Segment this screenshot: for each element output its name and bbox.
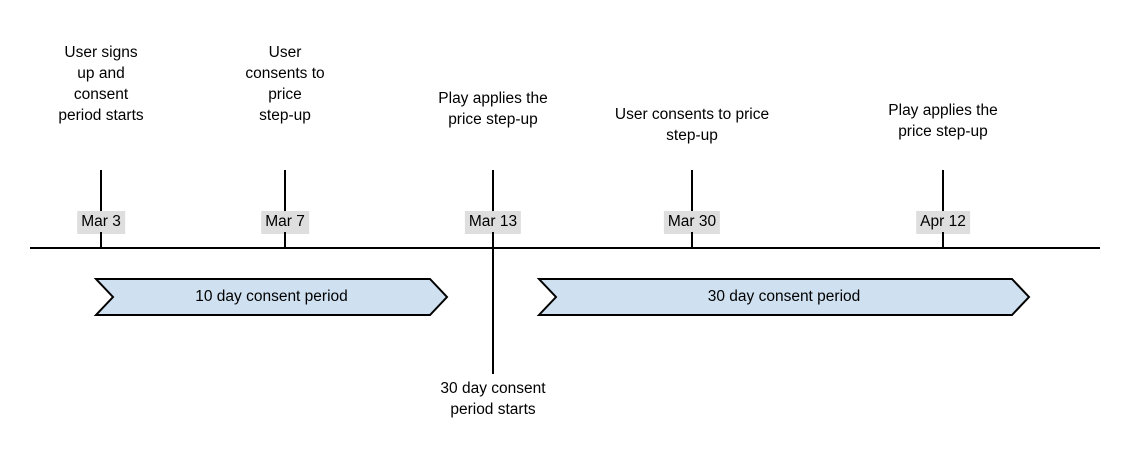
date-chip-signup: Mar 3 [77, 211, 125, 234]
tick-lower-consent-10day [284, 232, 286, 248]
tick-extended-stepup-applied-1 [492, 232, 494, 374]
tick-upper-stepup-applied-2 [942, 170, 944, 214]
tick-lower-consent-30day [691, 232, 693, 248]
event-label-stepup-applied-2: Play applies the price step-up [888, 102, 998, 140]
event-label-consent-30day: User consents to price step-up [614, 106, 770, 144]
event-label-signup: User signs up and consent period starts [58, 44, 144, 124]
consent-period-banner-30day: 30 day consent period [538, 278, 1030, 316]
tick-upper-stepup-applied-1 [492, 170, 494, 214]
date-chip-stepup-applied-2: Apr 12 [916, 211, 970, 234]
tick-upper-consent-30day [691, 170, 693, 214]
tick-upper-signup [100, 170, 102, 214]
consent-period-label-30day: 30 day consent period [707, 288, 861, 305]
consent-period-banner-10day: 10 day consent period [95, 278, 448, 316]
tick-lower-signup [100, 232, 102, 248]
date-chip-stepup-applied-1: Mar 13 [464, 211, 522, 234]
date-chip-consent-10day: Mar 7 [261, 211, 309, 234]
banner-shape-10day [95, 278, 448, 316]
timeline-axis [30, 247, 1100, 249]
tick-upper-consent-10day [284, 170, 286, 214]
event-label-stepup-applied-1: Play applies the price step-up [438, 90, 548, 128]
tick-lower-stepup-applied-2 [942, 232, 944, 248]
consent-period-label-10day: 10 day consent period [195, 288, 348, 305]
below-annotation-30day-start: 30 day consent period starts [440, 380, 546, 418]
event-label-consent-10day: User consents to price step-up [245, 44, 325, 124]
date-chip-consent-30day: Mar 30 [663, 211, 721, 234]
banner-shape-30day [538, 278, 1030, 316]
